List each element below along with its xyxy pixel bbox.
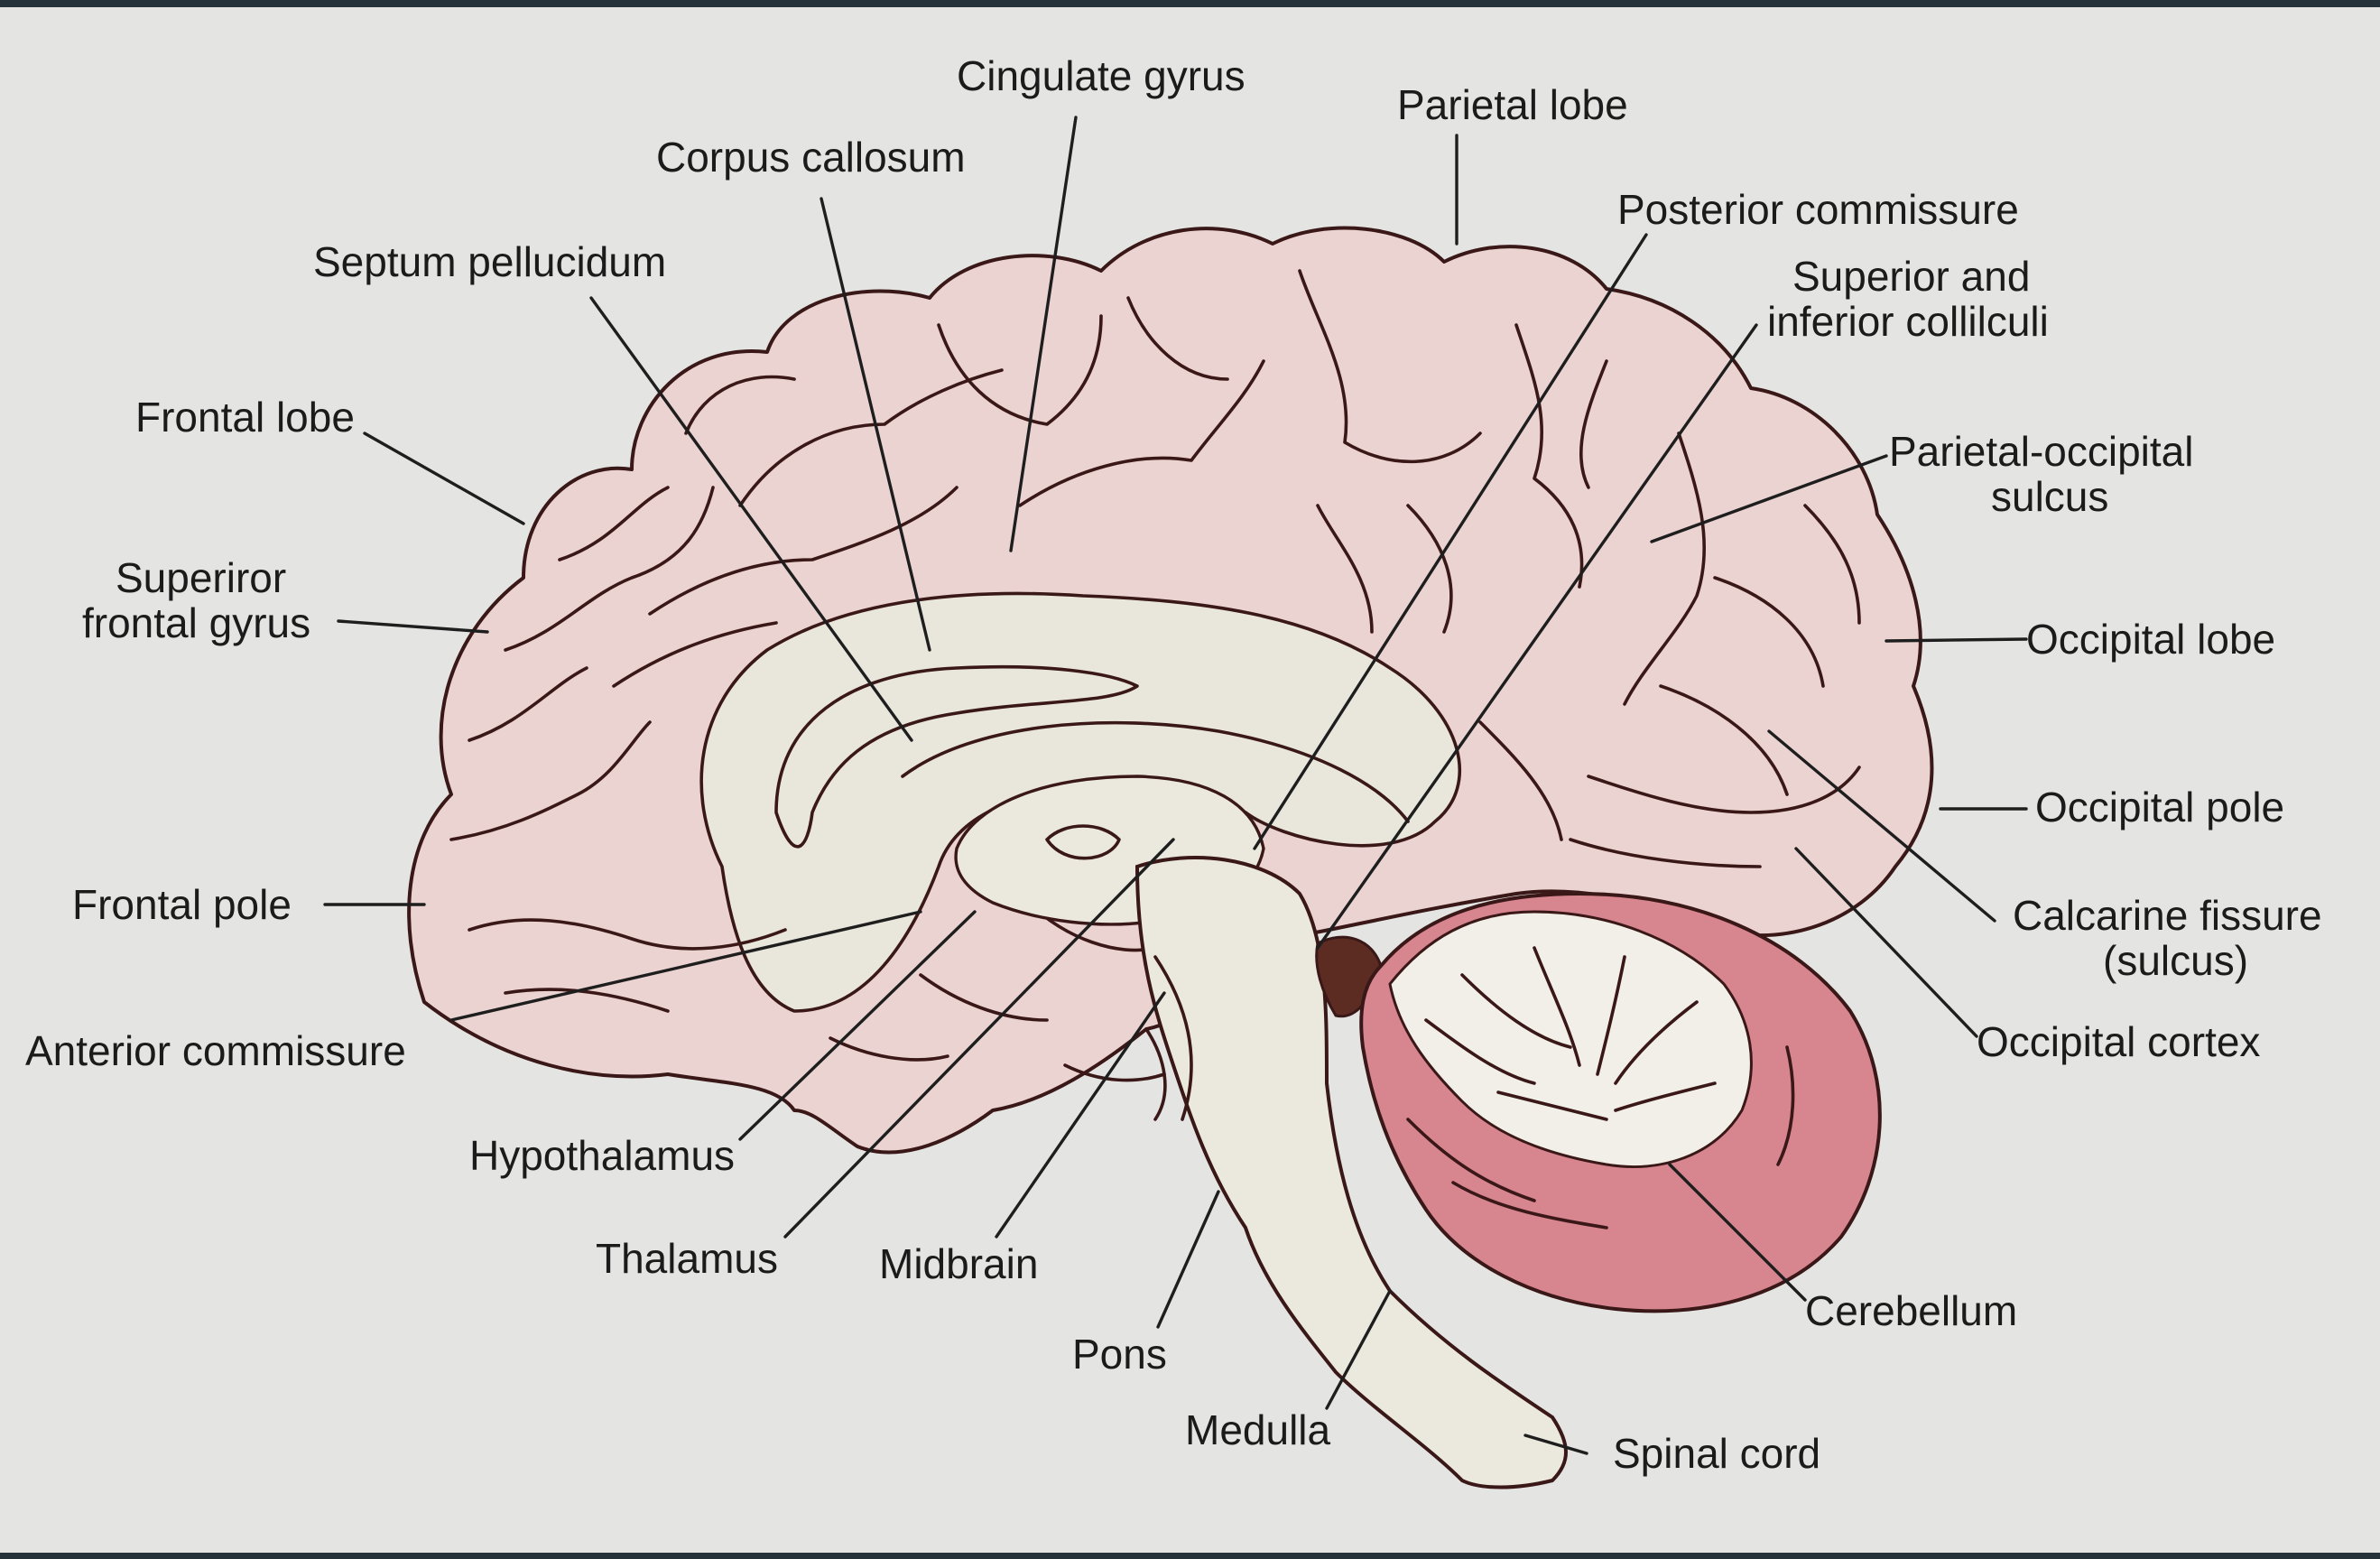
label-superior-frontal-gyrus-line2: frontal gyrus xyxy=(82,599,310,646)
label-hypothalamus: Hypothalamus xyxy=(469,1132,735,1179)
label-occipital-lobe: Occipital lobe xyxy=(2026,616,2275,663)
label-superior-frontal-gyrus-line1: Superiror xyxy=(116,554,286,601)
brainstem xyxy=(1134,856,1568,1489)
label-calcarine-line2: (sulcus) xyxy=(2103,937,2248,984)
label-frontal-lobe: Frontal lobe xyxy=(135,394,355,441)
interthalamic-adhesion xyxy=(1045,824,1121,860)
label-cerebellum: Cerebellum xyxy=(1805,1287,2017,1334)
label-thalamus: Thalamus xyxy=(596,1235,778,1282)
pons-curve xyxy=(1153,955,1193,1121)
leader-lines xyxy=(323,116,2028,1455)
label-parietal-occipital-line2: sulcus xyxy=(1991,473,2108,520)
label-medulla: Medulla xyxy=(1185,1406,1331,1453)
label-colliculi-line2: inferior collilculi xyxy=(1767,298,2049,345)
labels: Cingulate gyrus Corpus callosum Parietal… xyxy=(25,52,2322,1477)
corpus-callosum-arch xyxy=(774,664,1139,849)
label-frontal-pole: Frontal pole xyxy=(72,881,292,928)
label-occipital-cortex: Occipital cortex xyxy=(1977,1018,2260,1065)
midbrain-aqueduct xyxy=(1144,1027,1167,1121)
label-midbrain: Midbrain xyxy=(879,1240,1038,1287)
label-posterior-commissure: Posterior commissure xyxy=(1617,186,2019,233)
label-calcarine-line1: Calcarine fissure xyxy=(2013,892,2322,939)
label-pons: Pons xyxy=(1072,1331,1167,1378)
cortical-folds xyxy=(449,269,1861,1082)
label-corpus-callosum: Corpus callosum xyxy=(656,134,966,181)
medial-surface xyxy=(699,591,1462,1013)
label-colliculi-line1: Superior and xyxy=(1792,253,2030,300)
label-parietal-occipital-line1: Parietal-occipital xyxy=(1889,428,2193,475)
fornix-curve xyxy=(901,720,1410,823)
cerebrum xyxy=(407,226,1934,1155)
label-anterior-commissure: Anterior commissure xyxy=(25,1027,406,1074)
label-cingulate-gyrus: Cingulate gyrus xyxy=(957,52,1246,99)
label-septum-pellucidum: Septum pellucidum xyxy=(313,238,666,285)
label-occipital-pole: Occipital pole xyxy=(2035,784,2284,831)
label-parietal-lobe: Parietal lobe xyxy=(1397,81,1628,128)
cerebellum xyxy=(1359,891,1882,1313)
label-spinal-cord: Spinal cord xyxy=(1613,1430,1820,1477)
